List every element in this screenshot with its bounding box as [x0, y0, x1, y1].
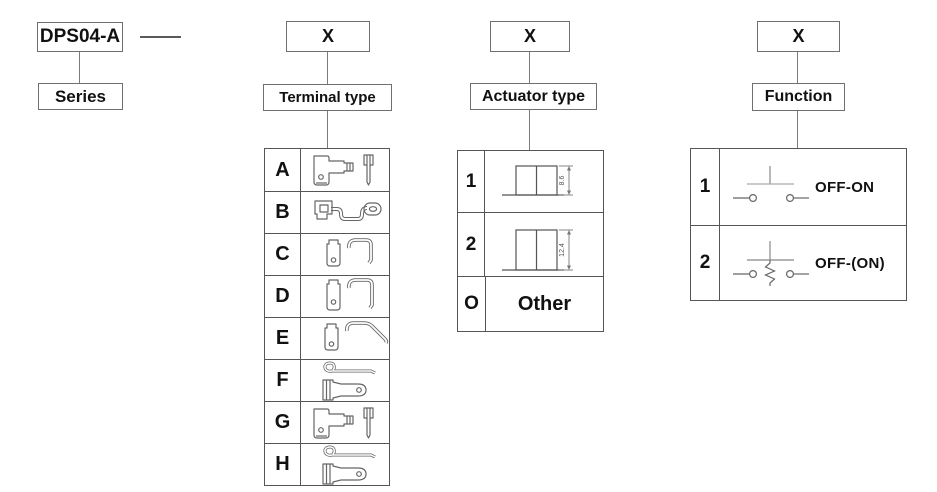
actuator-2-dimension: 12.4: [559, 243, 566, 257]
terminal-code-cell: A: [265, 149, 301, 191]
actuator-label: Actuator type: [481, 87, 586, 105]
table-row: B: [265, 191, 389, 233]
function-1-circuit-icon: [733, 166, 809, 202]
table-row: O Other: [458, 276, 603, 331]
terminal-type-table: A B: [264, 148, 390, 486]
terminal-h-drawing-icon: [322, 444, 376, 485]
series-label: Series: [54, 86, 107, 106]
terminal-e-drawing-icon: [324, 320, 389, 351]
connector-line: [797, 52, 798, 83]
table-row: F: [265, 359, 389, 401]
actuator-1-drawing-icon: 8.6: [502, 165, 573, 196]
table-row: E: [265, 317, 389, 359]
terminal-c-drawing-icon: [326, 237, 373, 267]
connector-line: [327, 111, 328, 148]
table-row: G: [265, 401, 389, 443]
connector-line: [529, 110, 530, 150]
dash-line: [140, 36, 181, 38]
terminal-code-cell: G: [265, 402, 301, 443]
terminal-code-cell: H: [265, 444, 301, 485]
table-row: 2 12.4: [458, 212, 603, 276]
actuator-code-cell: O: [458, 277, 486, 331]
actuator-code-cell: 2: [458, 213, 485, 276]
terminal-code-placeholder: X: [321, 26, 334, 46]
table-row: D: [265, 275, 389, 317]
function-1-label: OFF-ON: [815, 178, 875, 196]
connector-line: [327, 52, 328, 84]
table-row: 1 OFF-ON: [691, 149, 906, 225]
terminal-g-drawing-icon: [313, 406, 374, 439]
function-code-placeholder: X: [792, 26, 805, 46]
series-code: DPS04-A: [39, 26, 121, 47]
actuator-code-cell: 1: [458, 151, 485, 212]
function-code-cell: 2: [691, 226, 720, 300]
terminal-f-drawing-icon: [322, 360, 376, 401]
series-label-box: Series: [38, 83, 123, 110]
terminal-a-drawing-icon: [313, 154, 374, 186]
function-table: 1 OFF-ON 2: [690, 148, 907, 301]
terminal-b-drawing-icon: [314, 199, 382, 221]
function-2-circuit-icon: [733, 241, 809, 286]
terminal-code-cell: E: [265, 318, 301, 359]
function-code-cell: 1: [691, 149, 720, 225]
terminal-label: Terminal type: [279, 89, 376, 106]
connector-line: [529, 52, 530, 83]
connector-line: [79, 52, 80, 83]
terminal-code-placeholder-box: X: [286, 21, 370, 52]
terminal-code-cell: F: [265, 360, 301, 401]
function-code-placeholder-box: X: [757, 21, 840, 52]
actuator-1-dimension: 8.6: [559, 176, 566, 186]
actuator-code-placeholder-box: X: [490, 21, 570, 52]
connector-line: [797, 111, 798, 148]
function-label-box: Function: [752, 83, 845, 111]
terminal-label-box: Terminal type: [263, 84, 392, 111]
terminal-code-cell: C: [265, 234, 301, 275]
table-row: 2 OFF-(ON): [691, 225, 906, 300]
actuator-code-placeholder: X: [523, 26, 536, 46]
terminal-d-drawing-icon: [326, 277, 374, 311]
terminal-code-cell: D: [265, 276, 301, 317]
table-row: 1 8.6: [458, 151, 603, 212]
table-row: C: [265, 233, 389, 275]
table-row: A: [265, 149, 389, 191]
actuator-other-label: Other: [517, 292, 572, 315]
table-row: H: [265, 443, 389, 485]
series-code-box: DPS04-A: [37, 22, 123, 52]
terminal-code-cell: B: [265, 192, 301, 233]
function-2-label: OFF-(ON): [815, 254, 885, 272]
actuator-2-drawing-icon: 12.4: [502, 228, 573, 271]
actuator-label-box: Actuator type: [470, 83, 597, 110]
actuator-type-table: 1 8.6 2: [457, 150, 604, 332]
function-label: Function: [764, 88, 833, 105]
